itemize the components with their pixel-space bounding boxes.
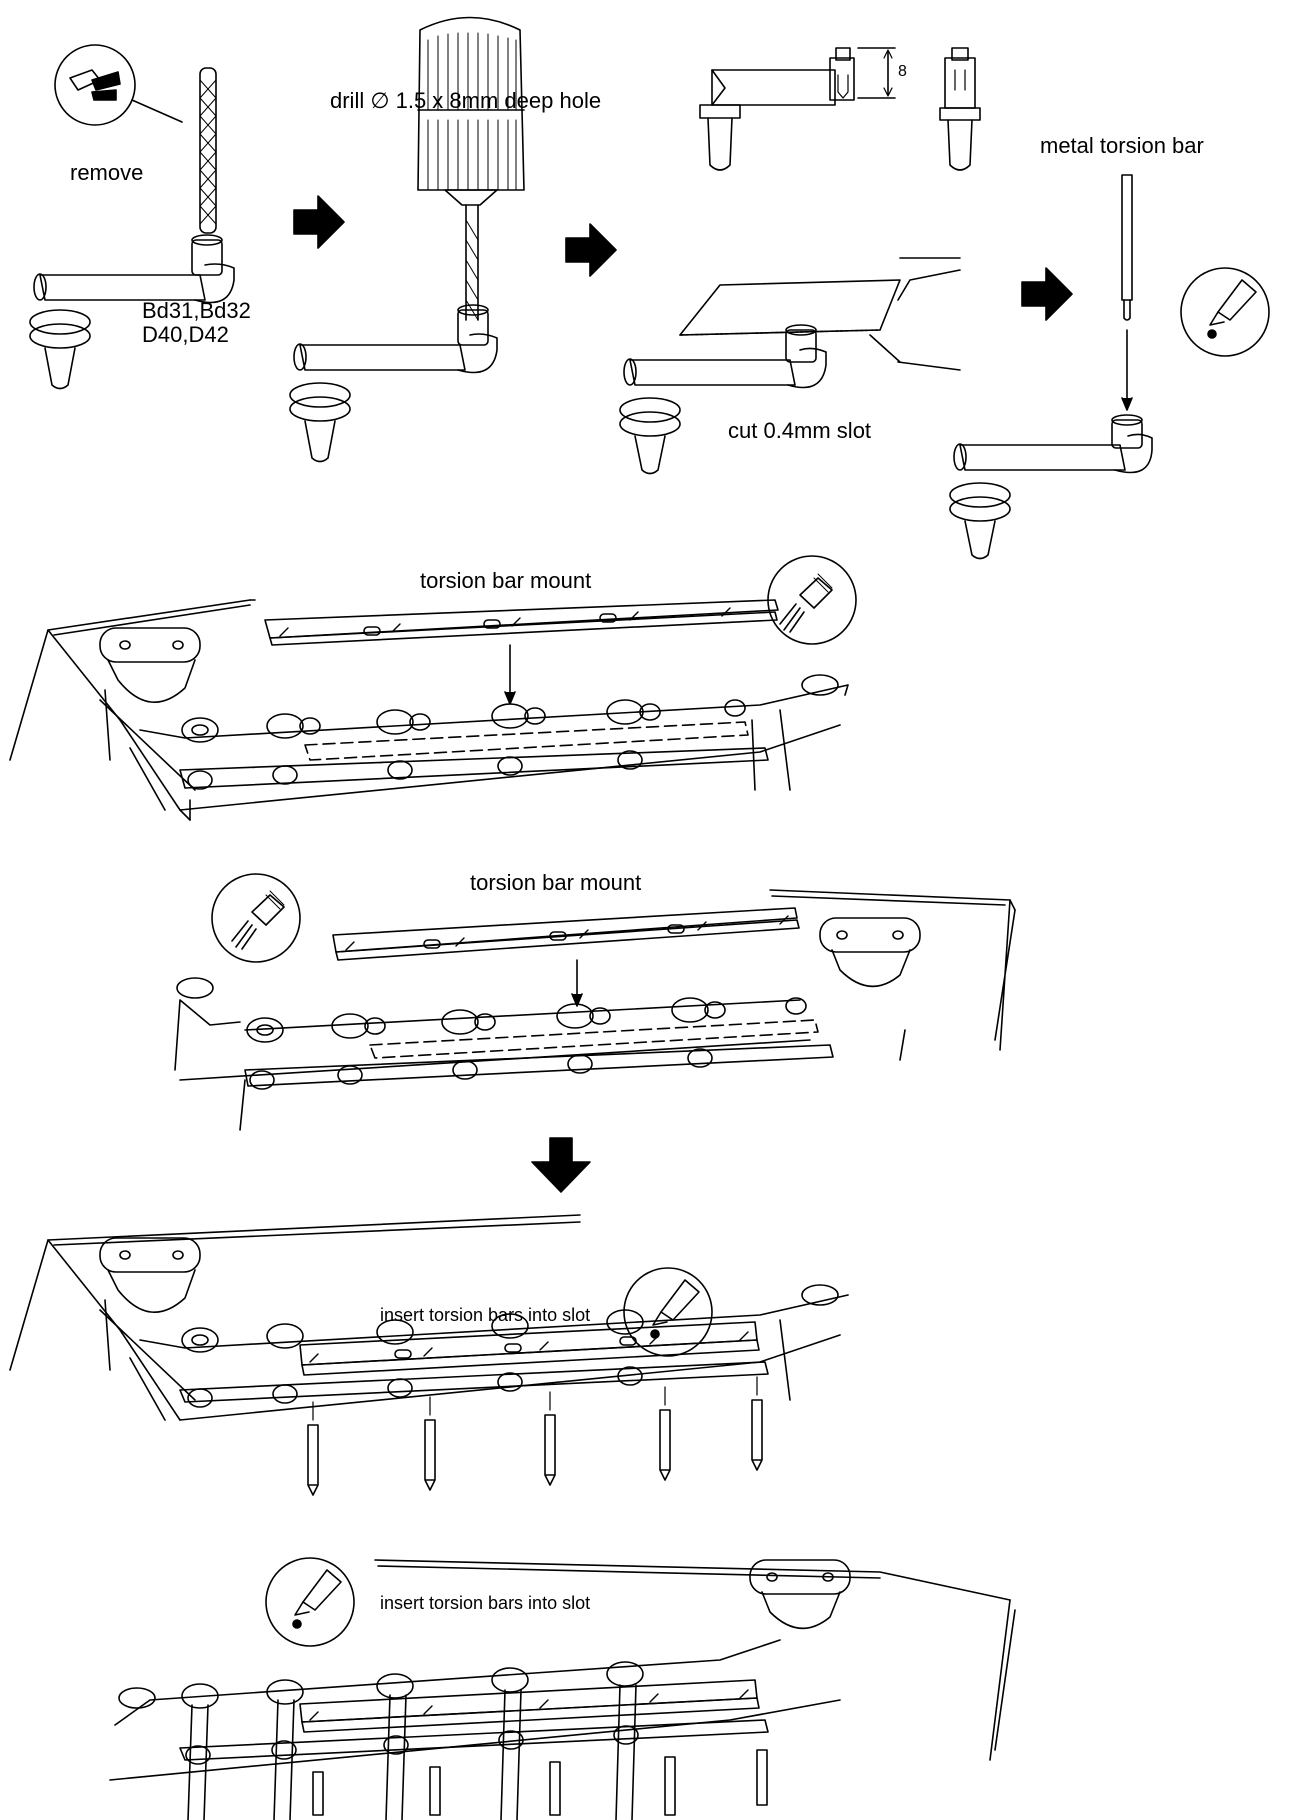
installed-arms-4 <box>186 1685 638 1820</box>
torsion-bars-3 <box>308 1377 762 1495</box>
step-torsion-bar <box>950 175 1269 559</box>
insert-label-1: insert torsion bars into slot <box>380 1305 591 1325</box>
cut-slot-label: cut 0.4mm slot <box>728 418 872 443</box>
shock-mount-2 <box>820 918 920 986</box>
step-remove <box>30 45 234 389</box>
dimension-8-label: 8 <box>898 63 907 80</box>
hull-left-1 <box>10 556 856 820</box>
mount-bar-2 <box>333 908 799 960</box>
mount-bar-3 <box>300 1322 759 1375</box>
torsion-bar-mount-label-1: torsion bar mount <box>420 568 592 593</box>
mount-bar-4 <box>300 1680 759 1732</box>
swing-arm-3 <box>620 325 826 474</box>
side-cutter-icon <box>55 45 135 125</box>
arm-models-label-line2: D40,D42 <box>142 322 229 347</box>
arm-stubs-3 <box>182 1310 643 1352</box>
mount-bar-1 <box>265 600 778 645</box>
arm-stubs-1 <box>182 700 745 742</box>
glue-bottle-icon <box>266 1558 354 1646</box>
step-drill <box>290 18 524 462</box>
lower-bosses-3 <box>188 1367 642 1407</box>
shock-mount-4 <box>750 1560 850 1628</box>
arm-models-label-line1: Bd31,Bd32 <box>142 298 251 323</box>
remove-label: remove <box>70 160 144 185</box>
saw-icon <box>680 258 960 370</box>
glue-brush-icon <box>212 874 300 962</box>
slot-detail-side <box>700 48 895 170</box>
drill-label: drill ∅ 1.5 x 8mm deep hole <box>330 88 602 113</box>
torsion-bar-mount-label-2: torsion bar mount <box>470 870 642 895</box>
metal-torsion-bar-label: metal torsion bar <box>1040 133 1204 158</box>
step-slot <box>620 48 980 474</box>
hull-right-4 <box>110 1558 1015 1820</box>
insert-label-2: insert torsion bars into slot <box>380 1593 591 1613</box>
braided-cable <box>200 68 216 233</box>
shock-mount <box>100 628 200 702</box>
hull-left-3 <box>10 1215 848 1495</box>
torsion-bars-4 <box>313 1750 767 1815</box>
glue-bottle-icon <box>1181 268 1269 356</box>
step-arrow-icon <box>1022 268 1072 320</box>
swing-arm-1 <box>30 235 234 389</box>
glue-brush-icon <box>768 556 856 644</box>
step-arrow-icon <box>532 1138 590 1192</box>
glue-bottle-icon <box>624 1268 712 1356</box>
hull-right-2 <box>175 874 1015 1130</box>
lower-bosses-1 <box>188 751 642 789</box>
drill-icon <box>418 18 524 321</box>
side-cutter-glyph <box>70 70 120 100</box>
step-arrow-icon <box>566 224 616 276</box>
slot-detail-front <box>940 48 980 170</box>
step-arrow-icon <box>294 196 344 248</box>
swing-arm-4 <box>950 415 1152 559</box>
swing-arm-2 <box>290 305 497 462</box>
arm-stubs-2 <box>247 998 806 1042</box>
arm-stubs-4 <box>182 1662 643 1708</box>
metal-torsion-bar <box>1122 175 1132 300</box>
shock-mount-3 <box>100 1238 200 1312</box>
lower-bosses-2 <box>250 1049 712 1089</box>
